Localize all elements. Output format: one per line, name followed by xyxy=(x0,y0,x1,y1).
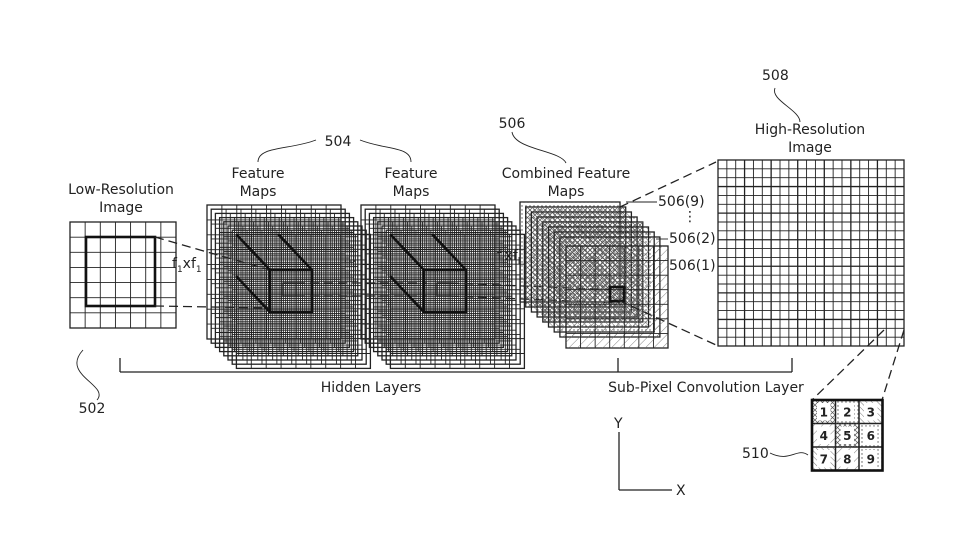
ref-506-1: 506(1) xyxy=(669,258,716,274)
ref-506: 506 xyxy=(499,116,526,132)
subpixel-cell-label: 2 xyxy=(843,405,851,419)
feature-maps-2-cube xyxy=(389,233,468,314)
subpixel-cell-label: 3 xyxy=(867,405,875,419)
feature-maps-stack-2 xyxy=(360,204,526,370)
subpixel-cell: 2 xyxy=(834,399,860,425)
feature-map-layer xyxy=(385,229,521,365)
subpixel-layer-brace xyxy=(618,358,793,373)
zoom-line-right xyxy=(881,329,905,401)
filter-size-label-last: flxfl xyxy=(497,248,520,267)
subpixel-cell: 3 xyxy=(858,399,884,425)
feature-map-layer xyxy=(368,212,505,349)
high-res-label-2: Image xyxy=(788,140,832,156)
subpixel-cell-label: 6 xyxy=(867,429,875,443)
ref-506-9: 506(9) xyxy=(658,194,705,210)
low-res-label-1: Low-Resolution xyxy=(68,182,174,198)
feature-maps-2-label-1: Feature xyxy=(385,166,438,182)
subpixel-cell: 9 xyxy=(858,446,884,472)
projection-line-bottom xyxy=(154,305,271,309)
feature-maps-stack-1 xyxy=(206,204,372,370)
low-res-image xyxy=(69,221,177,329)
feature-map-layer xyxy=(231,229,367,365)
feature-maps-2-label-2: Maps xyxy=(393,184,430,200)
ref-504-leader-right xyxy=(359,139,412,163)
ref-506-leader xyxy=(511,131,567,164)
feature-map-layer xyxy=(227,225,363,361)
feature-map-layer xyxy=(360,204,496,340)
high-res-label-1: High-Resolution xyxy=(755,122,865,138)
ref-502: 502 xyxy=(79,401,106,417)
ref-510: 510 xyxy=(742,446,769,462)
combined-label-1: Combined Feature xyxy=(502,166,630,182)
subpixel-cell-label: 4 xyxy=(820,429,828,443)
svg-text:flxfl: flxfl xyxy=(497,248,520,267)
feature-maps-1-label-2: Maps xyxy=(240,184,277,200)
layers-ellipsis: ... xyxy=(343,250,356,266)
ref-504-leader-left xyxy=(257,139,317,163)
combined-map-front xyxy=(565,245,669,349)
subpixel-cell-label: 5 xyxy=(843,429,851,443)
subpixel-layer-label: Sub-Pixel Convolution Layer xyxy=(608,380,804,396)
feature-map-layer xyxy=(389,233,526,370)
subpixel-cell-label: 8 xyxy=(843,452,851,466)
ref-510-leader xyxy=(769,452,809,457)
subpixel-cell: 4 xyxy=(811,422,837,448)
feature-map-layer xyxy=(377,221,513,357)
combined-feature-maps-stack xyxy=(519,201,669,349)
subpixel-cell-label: 9 xyxy=(867,452,875,466)
feature-map-layer xyxy=(364,208,500,344)
feature-map-layer xyxy=(206,204,342,340)
subpixel-detail: 1 2 3 4 5 6 7 8 9 xyxy=(810,398,884,472)
feature-maps-1-label-1: Feature xyxy=(232,166,285,182)
subpixel-cell-label: 1 xyxy=(820,405,828,419)
ref-508-leader xyxy=(774,87,801,123)
xy-axes xyxy=(618,432,672,491)
zoom-line-left xyxy=(811,329,885,401)
subpixel-cell: 1 xyxy=(811,399,837,425)
feature-maps-1-cube xyxy=(235,233,314,314)
axis-y-label: Y xyxy=(613,416,623,432)
axis-x-label: X xyxy=(676,483,686,499)
ref-502-leader xyxy=(76,349,100,401)
feature-map-layer xyxy=(214,212,351,349)
subpixel-cell: 6 xyxy=(858,422,884,448)
low-res-label-2: Image xyxy=(99,200,143,216)
feature-map-layer xyxy=(372,216,509,353)
ref-506-dots: ⋮ xyxy=(683,209,697,225)
svg-text:f1xf1: f1xf1 xyxy=(172,256,202,275)
ref-506-2: 506(2) xyxy=(669,231,716,247)
shuffle-line-bottom xyxy=(617,299,717,346)
low-res-receptive-box xyxy=(84,235,157,308)
ref-504: 504 xyxy=(325,134,352,150)
feature-map-layer xyxy=(218,216,355,353)
ref-508: 508 xyxy=(762,68,789,84)
subpixel-cell-label: 7 xyxy=(820,452,828,466)
hidden-layers-label: Hidden Layers xyxy=(321,380,421,396)
shuffle-line-top xyxy=(619,161,717,208)
hidden-layers-brace xyxy=(119,358,619,373)
combined-label-2: Maps xyxy=(548,184,585,200)
feature-map-layer xyxy=(210,208,346,344)
subpixel-cell: 7 xyxy=(811,446,837,472)
combined-receptive-box xyxy=(608,285,626,303)
filter-size-label-first: f1xf1 xyxy=(172,256,202,275)
subpixel-cell: 8 xyxy=(834,446,860,472)
high-res-image xyxy=(717,159,905,347)
subpixel-cell: 5 xyxy=(834,422,860,448)
